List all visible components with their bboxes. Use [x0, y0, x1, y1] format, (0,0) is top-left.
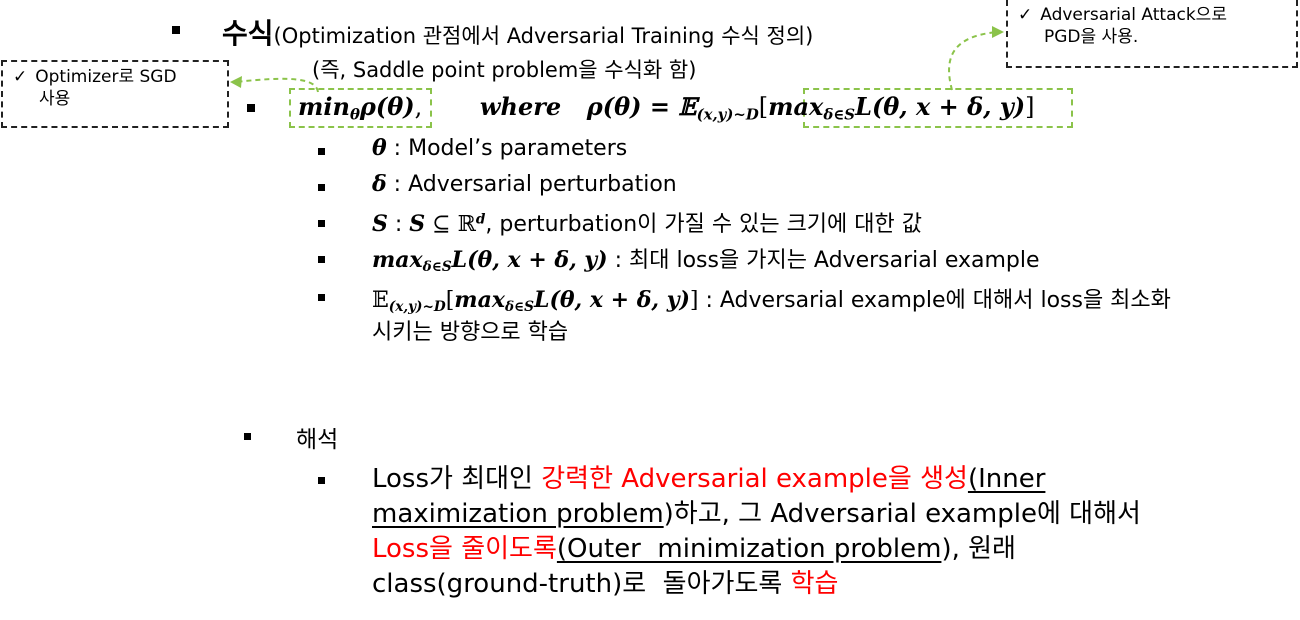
comma: , [414, 93, 423, 121]
max-subscript: δ∈S [823, 105, 856, 124]
interp-highlight: 학습 [790, 569, 839, 599]
loss-term: L(θ, x + δ, y) [533, 287, 690, 313]
max-subscript: δ∈S [422, 259, 452, 276]
interp-highlight: Loss을 줄이도록 [372, 534, 557, 564]
arrowhead-right [992, 26, 1004, 38]
right-bracket: ] [689, 288, 699, 313]
def-s: S : S ⊆ ℝd, perturbation이 가질 수 있는 크기에 대한… [372, 206, 922, 238]
right-bracket: ] [1025, 93, 1035, 121]
interp-highlight: 강력한 Adversarial example을 생성 [541, 464, 968, 494]
section-heading: 수식(Optimization 관점에서 Adversarial Trainin… [222, 12, 813, 52]
expectation-subscript: (x,y)~D [696, 105, 759, 124]
left-bracket: [ [445, 288, 455, 313]
loss-term: L(θ, x + δ, y) [855, 92, 1026, 121]
attack-note: ✓ Adversarial Attack으로 PGD을 사용. [1006, 0, 1298, 68]
interp-paragraph: Loss가 최대인 강력한 Adversarial example을 생성(In… [372, 462, 1252, 602]
rho-term: ρ(θ) [359, 92, 415, 121]
bullet-square [244, 433, 251, 440]
def-text: : Adversarial example에 대해서 loss을 최소화 [698, 288, 1171, 313]
heading-paren: (Optimization 관점에서 Adversarial Training … [273, 24, 814, 48]
max-operator: max [454, 287, 505, 313]
arrowhead-left [230, 76, 242, 88]
max-operator: max [768, 92, 824, 121]
arrow-to-attack-note [948, 31, 999, 91]
max-subscript: δ∈S [504, 299, 534, 316]
def-theta: θ : Model’s parameters [372, 135, 627, 161]
bullet-square [318, 148, 325, 155]
max-highlight-box [803, 88, 1073, 128]
note-text: Optimizer로 SGD [35, 67, 177, 87]
check-icon: ✓ [1018, 5, 1033, 25]
def-text: : Model’s parameters [386, 136, 628, 161]
left-bracket: [ [758, 93, 769, 121]
heading-title: 수식 [222, 17, 274, 50]
def-max: maxδ∈SL(θ, x + δ, y) : 최대 loss을 가지는 Adve… [372, 242, 1040, 275]
note-text: 사용 [39, 89, 71, 109]
bullet-square [247, 104, 255, 112]
check-icon: ✓ [13, 67, 28, 87]
heading-subline: (즉, Saddle point problem을 수식화 함) [312, 58, 697, 82]
def-text: , perturbation이 가질 수 있는 크기에 대한 값 [485, 212, 922, 237]
bullet-square [318, 477, 325, 484]
interp-text: class(ground-truth)로 돌아가도록 [372, 569, 791, 599]
expectation-subscript: (x,y)~D [388, 299, 446, 316]
dim-superscript: d [475, 211, 486, 228]
s-symbol: S [372, 211, 388, 237]
bullet-square [318, 256, 325, 263]
theta-symbol: θ [372, 135, 387, 161]
note-text: PGD을 사용. [1044, 27, 1139, 47]
def-expectation: 𝔼(x,y)~D[maxδ∈SL(θ, x + δ, y)] : Adversa… [372, 282, 1171, 315]
connector-arrows [230, 26, 1004, 93]
interp-text: maximization problem [372, 499, 664, 529]
interp-text: Loss가 최대인 [372, 464, 542, 494]
min-operator: min [298, 92, 350, 121]
max-operator: max [372, 247, 423, 273]
loss-term: L(θ, x + δ, y) [451, 247, 608, 273]
interp-text: )하고, 그 Adversarial example에 대해서 [663, 499, 1141, 529]
interp-title: 해석 [296, 427, 339, 453]
where-keyword: where [479, 92, 562, 121]
min-subscript: θ [349, 105, 360, 124]
def-text: : Adversarial perturbation [386, 172, 677, 197]
bullet-square [318, 294, 325, 301]
def-delta: δ : Adversarial perturbation [372, 171, 677, 197]
def-colon: : [387, 212, 410, 237]
interp-text: (Outer minimization problem [556, 534, 942, 564]
delta-symbol: δ [372, 171, 387, 197]
rho-definition: ρ(θ) = 𝔼 [586, 92, 697, 121]
bullet-square [172, 26, 180, 34]
interp-text: ), 원래 [941, 534, 1016, 564]
bullet-square [318, 220, 325, 227]
note-text: Adversarial Attack으로 [1040, 5, 1227, 25]
min-highlight-box [289, 88, 432, 128]
objective-formula: minθρ(θ), where ρ(θ) = 𝔼(x,y)~D[maxδ∈SL(… [298, 92, 1035, 123]
expectation-symbol: 𝔼 [372, 288, 389, 313]
interp-text: (Inner [967, 464, 1046, 494]
s-symbol: S [409, 211, 426, 237]
subset-reals: ⊆ ℝ [425, 212, 476, 237]
optimizer-note: ✓ Optimizer로 SGD 사용 [1, 60, 229, 128]
def-expectation-cont: 시키는 방향으로 학습 [372, 320, 569, 345]
bullet-square [318, 184, 325, 191]
def-text: : 최대 loss을 가지는 Adversarial example [607, 248, 1040, 273]
